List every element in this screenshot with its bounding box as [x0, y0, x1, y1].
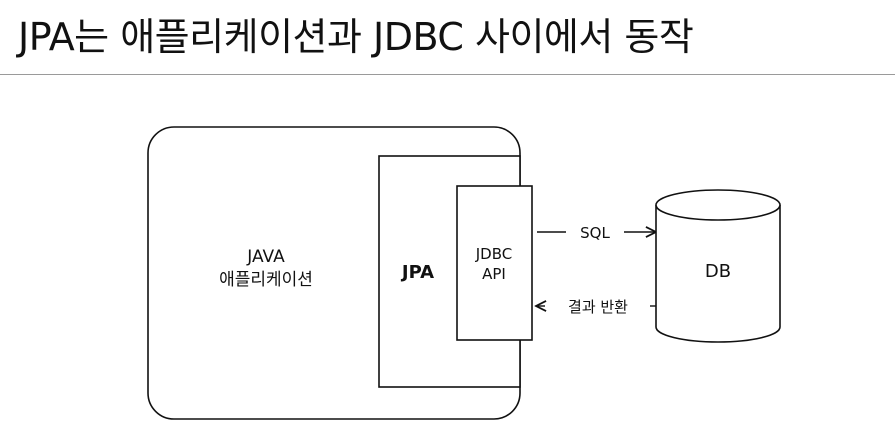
- java-app-label-line2: 애플리케이션: [219, 270, 313, 290]
- database-label: DB: [705, 261, 731, 282]
- sql-arrow-label: SQL: [580, 224, 610, 242]
- result-arrow-label: 결과 반환: [568, 298, 628, 316]
- jdbc-api-label-line1: JDBC: [475, 245, 512, 263]
- database-cylinder: [655, 189, 781, 343]
- java-app-label-line1: JAVA: [246, 247, 285, 267]
- jdbc-api-label-line2: API: [482, 265, 506, 283]
- jpa-label: JPA: [400, 262, 434, 283]
- slide-title: JPA는 애플리케이션과 JDBC 사이에서 동작: [18, 15, 694, 59]
- jdbc-api-box: [456, 185, 533, 341]
- title-divider: [0, 74, 895, 75]
